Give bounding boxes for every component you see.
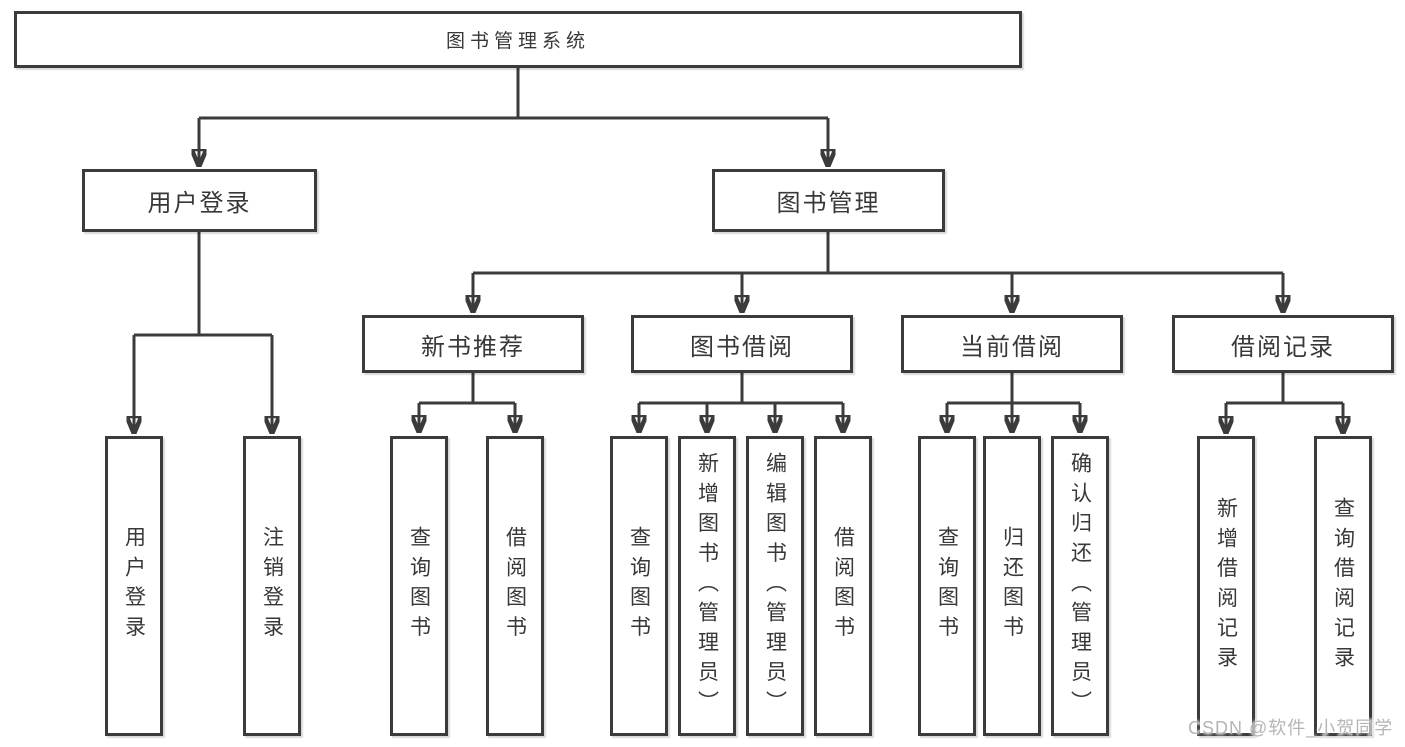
leaf-logout: 注销登录 xyxy=(243,436,301,736)
node-label: 查询图书 xyxy=(935,526,959,646)
node-label: 归还图书 xyxy=(1000,526,1024,646)
connector-book-borrowing-children xyxy=(639,373,843,430)
node-label: 编辑图书（管理员） xyxy=(763,451,787,721)
node-label: 借阅图书 xyxy=(831,526,855,646)
node-label: 查询图书 xyxy=(407,526,431,646)
node-label: 图书管理 xyxy=(776,190,881,217)
connector-borrow-records-children xyxy=(1226,373,1343,431)
node-book-borrowing: 图书借阅 xyxy=(631,315,853,373)
node-label: 新书推荐 xyxy=(421,333,525,361)
leaf-borrow-books-recommend: 借阅图书 xyxy=(486,436,544,736)
node-label: 图书管理系统 xyxy=(445,31,590,52)
leaf-add-books-admin: 新增图书（管理员） xyxy=(678,436,736,736)
connector-book-management-children xyxy=(473,232,1283,310)
node-user-login: 用户登录 xyxy=(82,169,317,232)
node-label: 新增借阅记录 xyxy=(1214,496,1238,676)
node-label: 注销登录 xyxy=(260,526,284,646)
node-label: 用户登录 xyxy=(147,190,252,217)
node-book-management: 图书管理 xyxy=(712,169,945,232)
node-label: 当前借阅 xyxy=(960,333,1064,361)
leaf-query-books-borrowing: 查询图书 xyxy=(610,436,668,736)
node-label: 图书借阅 xyxy=(690,333,794,361)
leaf-query-borrow-record: 查询借阅记录 xyxy=(1314,436,1372,736)
leaf-borrow-books: 借阅图书 xyxy=(814,436,872,736)
connector-current-borrowing-children xyxy=(947,373,1080,430)
node-label: 借阅记录 xyxy=(1231,333,1335,361)
leaf-user-login: 用户登录 xyxy=(105,436,163,736)
connector-user-login-children xyxy=(134,232,272,431)
leaf-confirm-return-admin: 确认归还（管理员） xyxy=(1051,436,1109,736)
leaf-add-borrow-record: 新增借阅记录 xyxy=(1197,436,1255,736)
node-label: 新增图书（管理员） xyxy=(695,451,719,721)
connector-root-to-level1 xyxy=(199,68,828,164)
node-label: 用户登录 xyxy=(122,526,146,646)
node-library-management-system: 图书管理系统 xyxy=(14,11,1022,68)
node-new-book-recommendation: 新书推荐 xyxy=(362,315,584,373)
node-label: 借阅图书 xyxy=(503,526,527,646)
node-current-borrowing: 当前借阅 xyxy=(901,315,1123,373)
connector-new-book-children xyxy=(419,373,515,430)
leaf-edit-books-admin: 编辑图书（管理员） xyxy=(746,436,804,736)
leaf-query-books-recommend: 查询图书 xyxy=(390,436,448,736)
leaf-return-books: 归还图书 xyxy=(983,436,1041,736)
node-label: 确认归还（管理员） xyxy=(1068,451,1092,721)
node-label: 查询借阅记录 xyxy=(1331,496,1355,676)
csdn-watermark: CSDN @软件_小贺同学 xyxy=(1188,718,1394,738)
node-borrowing-records: 借阅记录 xyxy=(1172,315,1394,373)
node-label: 查询图书 xyxy=(627,526,651,646)
leaf-query-books-current: 查询图书 xyxy=(918,436,976,736)
